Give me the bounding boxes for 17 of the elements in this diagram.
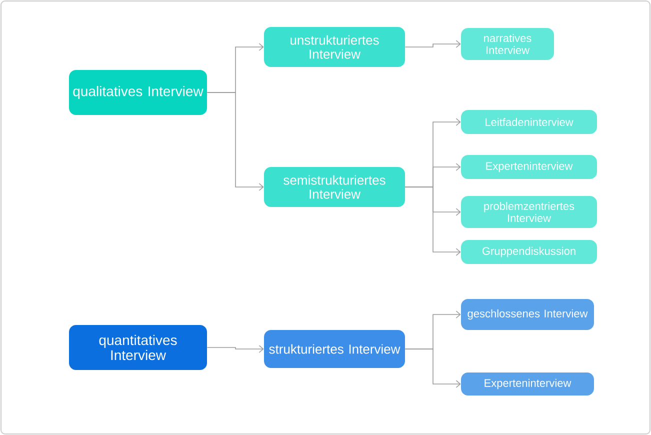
interview-type-box: problemzentriertes Interview (461, 196, 597, 228)
interview-type-box: geschlossenes Interview (461, 299, 594, 330)
interview-type-box: Experteninterview (461, 372, 594, 396)
interview-type-box: strukturiertes Interview (264, 330, 405, 368)
interview-type-box: narratives Interview (461, 28, 554, 60)
arrow (404, 348, 461, 388)
arrow (206, 345, 264, 353)
arrow (404, 40, 461, 48)
interview-type-box: Gruppendiskussion (461, 240, 597, 264)
interview-type-box: semistrukturiertes Interview (264, 167, 405, 207)
interview-type-box: qualitatives Interview (69, 70, 207, 115)
interview-type-box: Experteninterview (461, 155, 597, 179)
interview-type-box: Leitfadeninterview (461, 110, 597, 134)
arrow (206, 92, 264, 191)
interview-type-box: unstrukturiertes Interview (264, 27, 405, 67)
interview-type-box: quantitatives Interview (69, 325, 207, 370)
arrow (404, 186, 461, 256)
